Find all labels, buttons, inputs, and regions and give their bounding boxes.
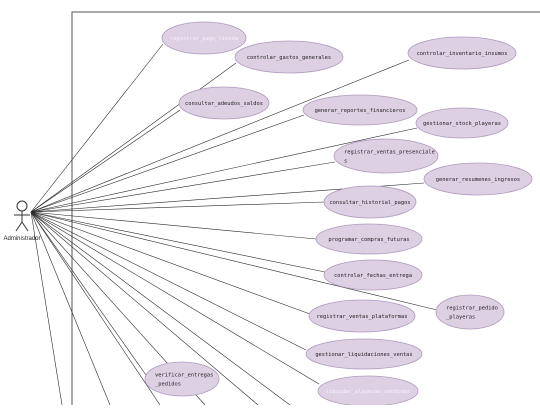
use-case-ellipse [161,21,247,55]
use-case-ellipse [415,107,509,139]
use-case-verificar-entregas-pedidos[interactable]: verificar_entregas _pedidos [144,361,220,397]
use-case-registrar-pago-tienda[interactable]: registrar_pago_tienda [161,21,247,55]
actor-leg-left [15,221,23,232]
use-case-label: registrar_pedido [446,306,498,312]
use-case-label: consultar_adeudos_saldos [185,101,263,107]
use-case-ellipse [302,94,418,126]
use-case-ellipse [435,294,505,330]
association-gestionar-liquidaciones-ventas [30,211,307,351]
use-case-ellipse [333,138,439,174]
use-case-generar-resumenes-ingresos[interactable]: generar_resumenes_ingresos [423,162,533,196]
use-case-label: registrar_ventas_plataformas [317,314,408,320]
use-case-consultar-adeudos-saldos[interactable]: consultar_adeudos_saldos [178,86,270,120]
use-case-registrar-ventas-plataformas[interactable]: registrar_ventas_plataformas [308,299,416,333]
use-case-ellipse [323,259,423,291]
association-offscreen [30,211,111,406]
use-case-gestionar-stock-playeras[interactable]: gestionar_stock_playeras [415,107,509,139]
association-registrar-ventas-presenciales [30,161,336,213]
association-registrar-ventas-plataformas [30,211,311,315]
use-case-label: controlar_fechas_entrega [334,273,412,279]
use-case-generar-reportes-financieros[interactable]: generar_reportes_financieros [302,94,418,126]
use-case-ellipse [178,86,270,120]
association-registrar-pedido-playeras [30,211,438,311]
use-case-liquidar-playeras-vendidas[interactable]: liquidar_playeras_vendidas [317,375,419,407]
association-consultar-adeudos-saldos [30,109,181,213]
association-verificar-entregas-pedidos [30,211,147,376]
use-case-label: generar_resumenes_ingresos [436,177,520,183]
association-generar-reportes-financieros [30,114,305,213]
use-case-ellipse [144,361,220,397]
use-case-label: consultar_historial_pagos [329,200,410,206]
use-case-ellipse [308,299,416,333]
association-controlar-fechas-entrega [30,211,326,273]
use-case-label: verificar_entregas [155,373,213,379]
use-case-ellipse [423,162,533,196]
use-case-controlar-gastos-generales[interactable]: controlar_gastos_generales [234,40,344,74]
use-case-label: liquidar_playeras_vendidas [326,389,410,395]
use-case-label: _playeras [446,315,475,321]
use-case-label: programar_compras_futuras [328,237,409,243]
association-gestionar-stock-playeras [30,127,418,213]
actor-label: Administrador [3,236,40,242]
use-case-programar-compras-futuras[interactable]: programar_compras_futuras [315,223,423,255]
actor-leg-right [21,221,29,232]
use-case-label: gestionar_stock_playeras [423,121,501,127]
association-controlar-inventario-insumos [30,59,410,213]
use-case-label: _pedidos [155,382,181,388]
use-case-ellipse [305,338,423,370]
use-case-label: controlar_inventario_insumos [417,51,508,57]
use-case-label: controlar_gastos_generales [247,55,331,61]
use-case-ellipse [234,40,344,74]
association-liquidar-playeras-vendidas [30,211,320,385]
use-case-controlar-inventario-insumos[interactable]: controlar_inventario_insumos [407,36,517,70]
use-case-registrar-pedido-playeras[interactable]: registrar_pedido _playeras [435,294,505,330]
use-case-label: generar_reportes_financieros [315,108,406,114]
use-case-ellipse [407,36,517,70]
association-lines [30,43,438,385]
use-case-label: registrar_pago_tienda [170,36,238,42]
use-case-label: gestionar_liquidaciones_ventas [315,352,412,358]
actor-head [16,200,28,212]
use-case-ellipse [323,185,417,219]
use-case-consultar-historial-pagos[interactable]: consultar_historial_pagos [323,185,417,219]
use-case-label: registrar_ventas_presenciale [344,150,435,156]
association-controlar-gastos-generales [30,62,237,213]
use-cases: registrar_pago_tienda controlar_gastos_ge… [144,21,533,407]
use-case-controlar-fechas-entrega[interactable]: controlar_fechas_entrega [323,259,423,291]
use-case-gestionar-liquidaciones-ventas[interactable]: gestionar_liquidaciones_ventas [305,338,423,370]
actor-administrador[interactable]: Administrador [3,200,41,242]
association-offscreen [30,211,63,406]
association-registrar-pago-tienda [30,43,164,213]
association-consultar-historial-pagos [30,201,325,213]
association-offscreen [30,211,259,406]
system-boundary [71,11,540,409]
association-offscreen [30,211,161,406]
use-case-label: s [344,159,347,165]
association-programar-compras-futuras [30,211,317,240]
association-offscreen [30,211,291,406]
use-case-ellipse [315,223,423,255]
